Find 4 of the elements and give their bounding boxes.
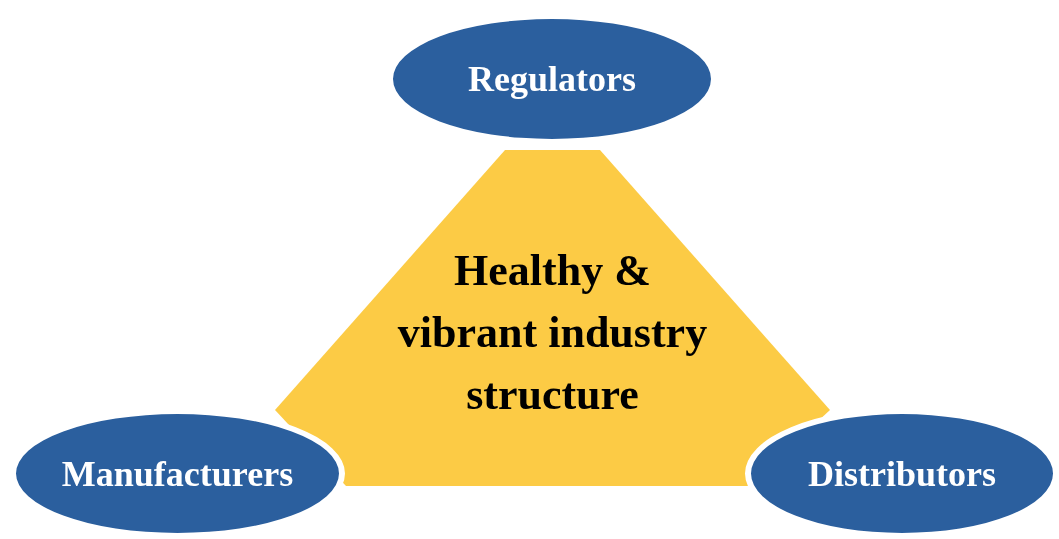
node-label: Regulators — [468, 58, 636, 100]
node-label: Distributors — [808, 452, 996, 495]
node-label: Manufacturers — [61, 452, 294, 495]
node-label: Healthy & vibrant industry structure — [396, 245, 709, 421]
